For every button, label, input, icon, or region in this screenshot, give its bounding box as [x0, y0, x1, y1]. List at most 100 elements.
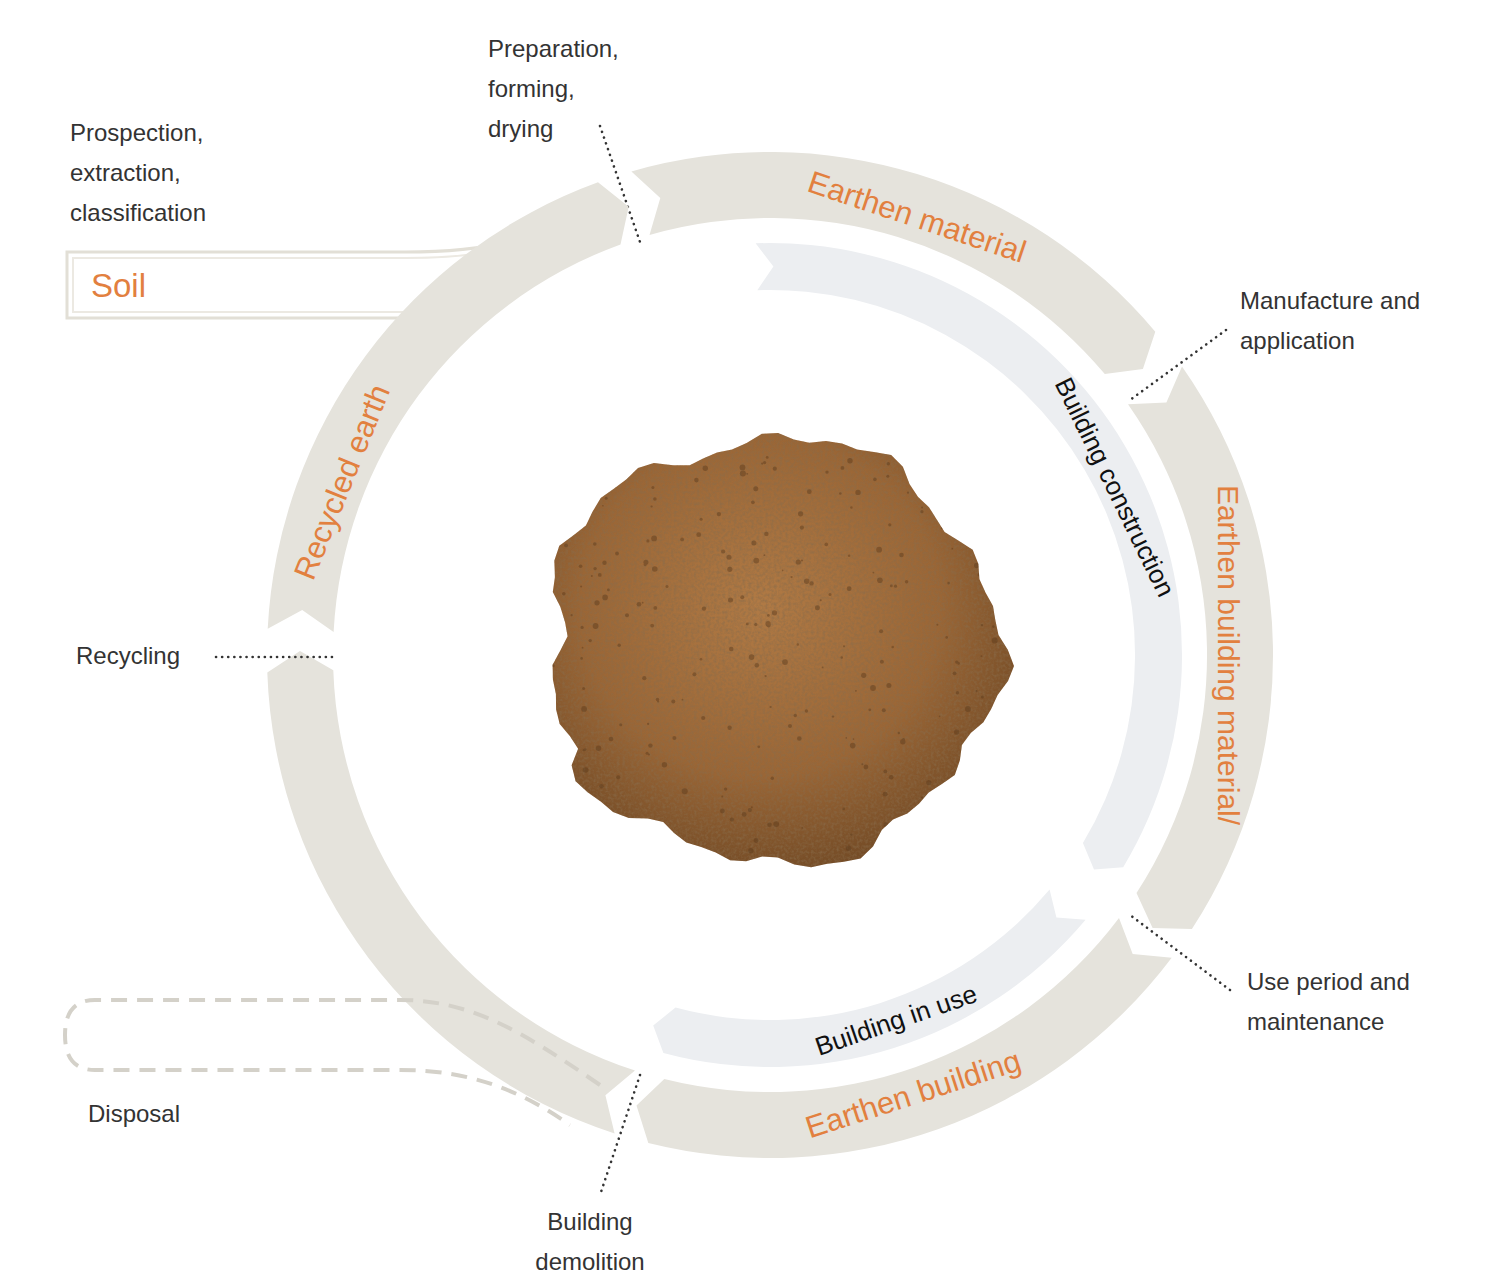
stage-note: Preparation, forming, drying — [488, 29, 640, 149]
soil-speck — [767, 823, 772, 828]
soil-speck — [941, 527, 943, 529]
soil-speck — [757, 745, 760, 748]
soil-speck — [883, 770, 887, 774]
soil-speck — [637, 602, 642, 607]
soil-speck — [763, 461, 766, 464]
soil-speck — [740, 471, 746, 477]
soil-speck — [879, 629, 883, 633]
stage-note: Manufacture and application — [1240, 281, 1450, 361]
soil-speck — [921, 797, 923, 799]
box-border — [67, 252, 405, 318]
soil-speck — [946, 841, 949, 844]
soil-speck — [976, 434, 979, 437]
soil-speck — [551, 525, 554, 528]
soil-speck — [773, 821, 779, 827]
soil-speck — [642, 602, 644, 604]
soil-speck — [599, 438, 604, 443]
soil-speck — [550, 573, 553, 576]
ring-band: Earthen building material/ — [1120, 363, 1276, 954]
soil-speck — [993, 706, 998, 711]
leader-line — [216, 656, 338, 659]
stage-note: Prospection, extraction, classification — [70, 113, 245, 233]
soil-speck — [855, 690, 857, 692]
soil-speck — [746, 473, 748, 475]
soil-speck — [602, 561, 606, 565]
soil-speck — [966, 447, 971, 452]
soil-speck — [951, 548, 953, 550]
soil-speck — [847, 586, 852, 591]
soil-speck — [616, 775, 620, 779]
soil-speck — [882, 708, 886, 712]
soil-speck — [965, 706, 971, 712]
soil-speck — [596, 484, 598, 486]
ring-band: Earthen building — [619, 914, 1174, 1161]
soil-speck — [611, 829, 615, 833]
soil-speck — [888, 523, 891, 526]
soil-speck — [755, 663, 760, 668]
soil-speck — [947, 582, 950, 585]
soil-speck — [925, 844, 928, 847]
soil-speck — [983, 831, 988, 836]
soil-speck — [593, 623, 599, 629]
soil-speck — [900, 739, 905, 744]
soil-speck — [981, 655, 983, 657]
soil-speck — [901, 860, 903, 862]
soil-speck — [541, 700, 543, 702]
soil-speck — [539, 520, 543, 524]
stage-note: Building demolition — [515, 1202, 665, 1278]
soil-speck — [751, 500, 755, 504]
soil-speck — [727, 555, 732, 560]
soil-speck — [651, 536, 657, 542]
soil-speck — [767, 624, 771, 628]
soil-speck — [883, 822, 888, 827]
soil-speck — [987, 510, 989, 512]
soil-speck — [560, 836, 566, 842]
soil-speck — [956, 691, 959, 694]
soil-speck — [798, 511, 803, 516]
soil-speck — [740, 465, 746, 471]
soil-speck — [547, 512, 550, 515]
soil-speck — [890, 585, 893, 588]
soil-speck — [992, 625, 995, 628]
soil-speck — [805, 709, 808, 712]
soil-speck — [614, 434, 619, 439]
soil-speck — [584, 748, 587, 751]
soil-speck — [577, 463, 579, 465]
soil-speck — [883, 792, 888, 797]
soil-speck — [802, 827, 804, 829]
soil-speck — [829, 593, 832, 596]
soil-speck — [593, 567, 596, 570]
band-shape — [756, 243, 1182, 869]
box-label: Soil — [91, 269, 146, 302]
soil-speck — [697, 853, 702, 858]
soil-speck — [724, 787, 727, 790]
band-shape — [1128, 367, 1273, 930]
soil-speck — [703, 466, 708, 471]
soil-speck — [889, 775, 894, 780]
soil-speck — [598, 573, 602, 577]
soil-speck — [984, 818, 987, 821]
soil-speck — [700, 518, 703, 521]
soil-speck — [974, 778, 977, 781]
soil-speck — [682, 788, 688, 794]
ring-band: Recycled earth — [264, 170, 645, 635]
soil-speck — [794, 714, 797, 717]
soil-speck — [855, 490, 860, 495]
soil-speck — [651, 486, 654, 489]
soil-speck — [887, 462, 890, 465]
soil-speck — [669, 433, 673, 437]
soil-speck — [594, 600, 599, 605]
soil-speck — [730, 817, 734, 821]
soil-speck — [886, 683, 891, 688]
soil-speck — [782, 659, 788, 665]
soil-speck — [562, 592, 566, 596]
soil-speck — [701, 716, 705, 720]
soil-speck — [727, 567, 732, 572]
soil-speck — [539, 530, 545, 536]
soil-speck — [552, 664, 555, 667]
soil-speck — [651, 505, 653, 507]
soil-speck — [995, 717, 997, 719]
soil-speck — [591, 575, 593, 577]
soil-speck — [894, 585, 897, 588]
